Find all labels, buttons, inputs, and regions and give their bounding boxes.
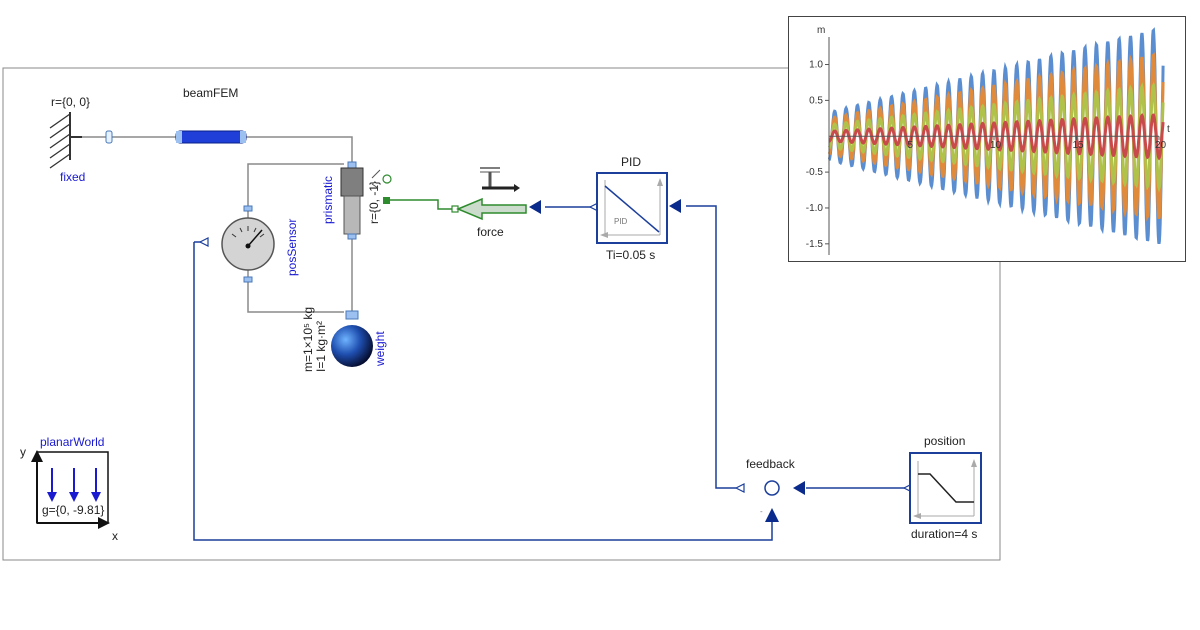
force-wire bbox=[402, 199, 452, 210]
arrow-pid-in bbox=[669, 199, 681, 213]
beam-label: beamFEM bbox=[183, 86, 238, 100]
arrow-feedback-in1 bbox=[793, 481, 805, 495]
sensor-needle bbox=[247, 229, 263, 247]
fixed-label: fixed bbox=[60, 170, 85, 184]
plot-series-4 bbox=[828, 113, 1165, 161]
signal-wires bbox=[193, 205, 910, 541]
arrow-force-in bbox=[529, 200, 541, 214]
pid-curve bbox=[604, 185, 660, 233]
prismatic-detail bbox=[371, 169, 381, 189]
prismatic-force-connector[interactable] bbox=[383, 197, 390, 204]
position-param: duration=4 s bbox=[911, 527, 977, 541]
world-gravity-param: g={0, -9.81} bbox=[42, 503, 104, 517]
result-plot: 5 10 15 20 -1.5 -1.0 -0.5 0.5 1.0 m t bbox=[806, 25, 1170, 255]
world-block[interactable] bbox=[31, 450, 110, 529]
fixed-frame-connector[interactable] bbox=[105, 130, 113, 144]
prismatic-label: prismatic bbox=[321, 176, 335, 224]
beam-body bbox=[175, 130, 247, 144]
result-plot-panel: 5 10 15 20 -1.5 -1.0 -0.5 0.5 1.0 m t bbox=[788, 16, 1186, 262]
pid-block[interactable]: PID bbox=[596, 172, 668, 244]
weight-label: weight bbox=[373, 331, 387, 367]
possensor-label: posSensor bbox=[285, 219, 299, 276]
force-block[interactable] bbox=[456, 167, 527, 221]
force-support bbox=[480, 167, 520, 192]
y-tick-label: -0.5 bbox=[806, 167, 824, 178]
world-axis-x: x bbox=[112, 529, 118, 543]
signal-arrows bbox=[529, 199, 805, 522]
x-tick-label: 20 bbox=[1155, 140, 1167, 151]
arrow-feedback-in2 bbox=[765, 508, 779, 522]
fixed-param: r={0, 0} bbox=[51, 95, 90, 109]
position-label: position bbox=[924, 434, 965, 448]
pid-param: Ti=0.05 s bbox=[606, 248, 655, 262]
weight-block[interactable] bbox=[331, 310, 373, 367]
plot-ticks: 5 10 15 20 -1.5 -1.0 -0.5 0.5 1.0 bbox=[806, 60, 1167, 250]
sensor-scale bbox=[231, 226, 265, 238]
y-tick-label: -1.0 bbox=[806, 203, 824, 214]
gravity-arrows bbox=[51, 468, 97, 494]
plot-x-label: t bbox=[1167, 124, 1170, 135]
prismatic-block[interactable] bbox=[340, 161, 364, 240]
feedback-junction[interactable] bbox=[764, 480, 780, 496]
world-axis-y: y bbox=[20, 445, 26, 459]
diagram-frame bbox=[2, 67, 1001, 561]
prismatic-housing bbox=[340, 167, 364, 197]
mechanical-wires bbox=[82, 136, 353, 313]
fixed-block[interactable] bbox=[49, 112, 82, 169]
y-tick-label: 0.5 bbox=[809, 95, 823, 106]
position-block[interactable] bbox=[909, 452, 982, 524]
plot-series-group bbox=[827, 27, 1165, 245]
prismatic-actuation-connector[interactable] bbox=[382, 174, 392, 184]
x-tick-label: 15 bbox=[1073, 140, 1085, 151]
pid-inner-label: PID bbox=[614, 217, 628, 226]
fixed-hatch bbox=[49, 113, 71, 169]
wire-sensor-to-feedback bbox=[193, 242, 773, 541]
plot-series-3 bbox=[828, 82, 1165, 193]
position-ramp bbox=[918, 473, 974, 503]
x-tick-label: 10 bbox=[990, 140, 1002, 151]
world-label: planarWorld bbox=[40, 435, 104, 449]
wire-feedback-to-pid bbox=[686, 205, 736, 489]
y-tick-label: -1.5 bbox=[806, 239, 824, 250]
feedback-label: feedback bbox=[746, 457, 796, 471]
y-tick-label: 1.0 bbox=[809, 60, 823, 71]
weight-mass-param: m=1×10⁵ kg bbox=[301, 307, 315, 372]
signal-outputs bbox=[198, 202, 913, 493]
connector-sensor-out bbox=[198, 237, 209, 247]
pid-box bbox=[596, 172, 668, 244]
connector-feedback-out bbox=[734, 483, 745, 493]
position-box bbox=[909, 452, 982, 524]
plot-y-label: m bbox=[817, 25, 825, 36]
force-arrow bbox=[456, 197, 527, 221]
beam-block[interactable] bbox=[175, 130, 247, 144]
possensor-block[interactable] bbox=[221, 205, 275, 283]
prismatic-rod bbox=[343, 195, 361, 235]
weight-inertia-param: I=1 kg·m² bbox=[314, 321, 328, 372]
prismatic-param: r={0, -1} bbox=[367, 181, 381, 224]
weight-mass bbox=[331, 325, 373, 367]
x-tick-label: 5 bbox=[908, 140, 914, 151]
pid-label: PID bbox=[621, 155, 641, 169]
feedback-minus: - bbox=[760, 507, 763, 516]
force-label: force bbox=[477, 225, 504, 239]
